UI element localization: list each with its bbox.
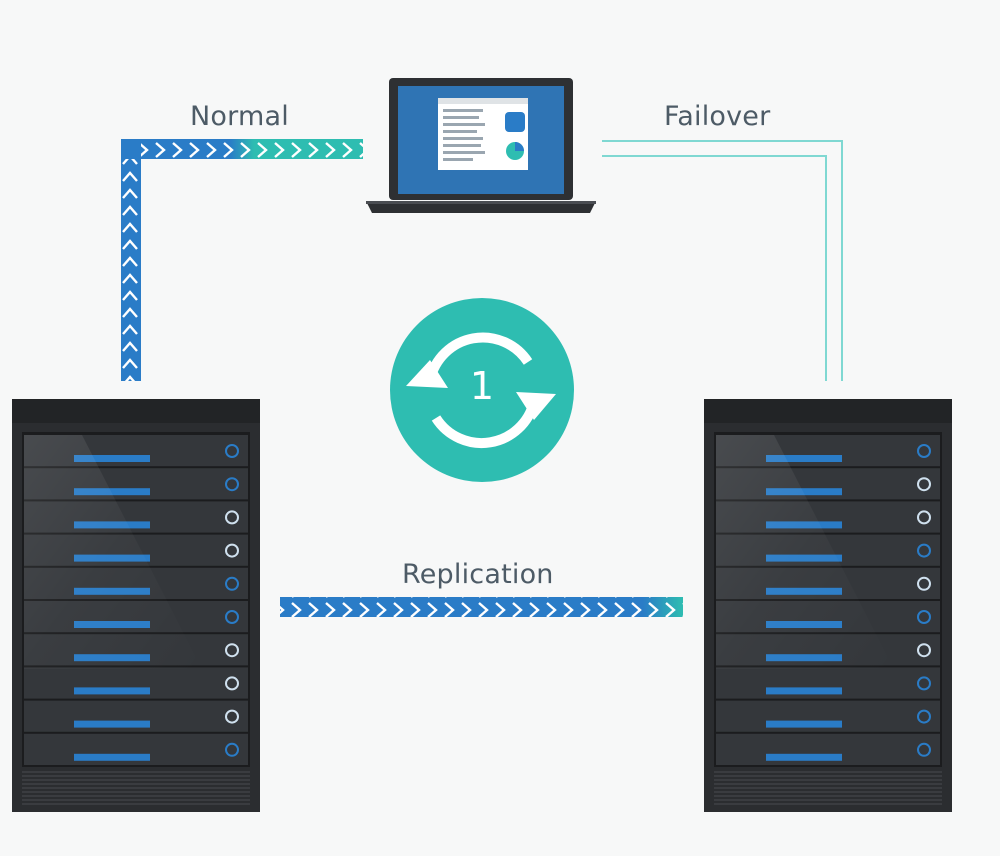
status-led-icon	[917, 543, 931, 558]
drive-slot-bar	[766, 753, 842, 761]
drive-slot-bar	[74, 455, 150, 462]
replication-label: Replication	[402, 559, 554, 590]
status-led-icon	[917, 610, 931, 624]
status-led-icon	[225, 510, 239, 525]
drive-slot-bar	[74, 687, 150, 695]
status-led-icon	[225, 477, 239, 492]
laptop-icon	[366, 78, 596, 213]
secondary-server	[704, 399, 952, 812]
drive-slot-bar	[766, 488, 842, 496]
normal-path-arrow	[121, 139, 363, 381]
status-led-icon	[225, 742, 239, 757]
status-led-icon	[917, 444, 931, 458]
sync-badge	[390, 298, 574, 482]
drive-slot-bar	[74, 720, 150, 728]
status-led-icon	[225, 643, 239, 658]
status-led-icon	[225, 709, 239, 724]
status-led-icon	[225, 676, 239, 691]
status-led-icon	[917, 510, 931, 525]
status-led-icon	[225, 610, 239, 624]
status-led-icon	[225, 444, 239, 458]
drive-slot-bar	[766, 687, 842, 695]
replication-arrow	[280, 597, 683, 617]
status-led-icon	[917, 742, 931, 757]
drive-slot-bar	[74, 753, 150, 761]
normal-label: Normal	[190, 101, 289, 132]
status-led-icon	[917, 709, 931, 724]
sync-number: 1	[469, 364, 495, 408]
drive-slot-bar	[74, 488, 150, 496]
drive-slot-bar	[766, 455, 842, 462]
status-led-icon	[917, 676, 931, 691]
status-led-icon	[917, 576, 931, 591]
primary-server	[12, 399, 260, 812]
failover-label: Failover	[664, 101, 771, 132]
status-led-icon	[225, 576, 239, 591]
status-led-icon	[225, 543, 239, 558]
status-led-icon	[917, 477, 931, 492]
status-led-icon	[917, 643, 931, 658]
drive-slot-bar	[766, 720, 842, 728]
failover-path-line	[602, 140, 843, 381]
